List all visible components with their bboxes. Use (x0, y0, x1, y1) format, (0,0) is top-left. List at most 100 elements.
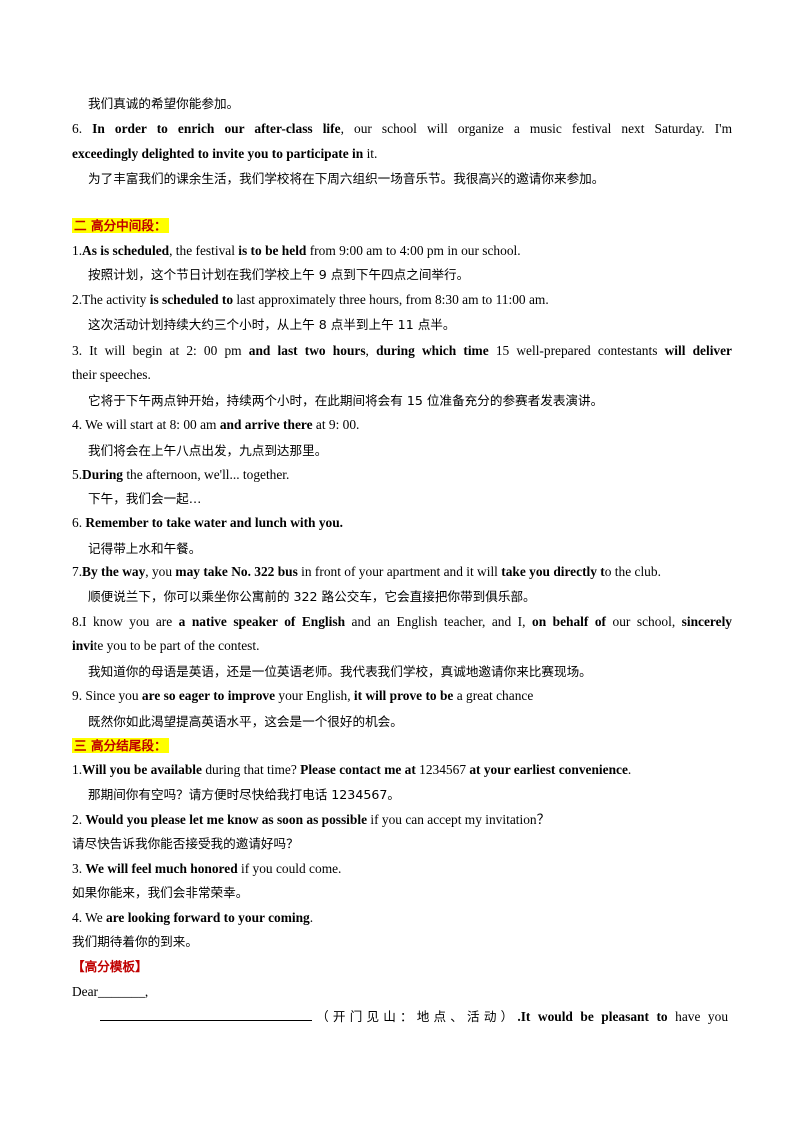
text-segment: the afternoon, we'll... together. (122, 467, 290, 482)
text-line: 我们将会在上午八点出发，九点到达那里。 (88, 442, 748, 460)
text-line: 请尽快告诉我你能否接受我的邀请好吗？ (72, 835, 732, 853)
bold-phrase: .It would be pleasant to (517, 1009, 668, 1024)
text-segment: 8.I know you are (72, 614, 179, 629)
text-line: 1.Will you be available during that time… (72, 761, 732, 779)
bold-phrase: Will you be available (82, 762, 202, 777)
text-segment: . (627, 762, 632, 777)
text-segment: 按照计划，这个节日计划在我们学校上午 9 点到下午四点之间举行。 (88, 267, 470, 282)
text-line: 记得带上水和午餐。 (88, 540, 748, 558)
text-segment: 2.The activity (72, 292, 150, 307)
bold-phrase: As is scheduled (82, 243, 170, 258)
bold-phrase: is to be held (238, 243, 307, 258)
text-segment: have you (667, 1009, 729, 1024)
text-segment: 顺便说兰下，你可以乘坐你公寓前的 322 路公交车，它会直接把你带到俱乐部。 (88, 589, 536, 604)
text-segment: , (365, 343, 377, 358)
text-segment: , our school will organize a music festi… (340, 121, 732, 136)
text-line: 【高分模板】 (72, 958, 732, 976)
text-segment: 我们真诚的希望你能参加。 (88, 96, 240, 111)
text-line: 2. Would you please let me know as soon … (72, 811, 732, 829)
bold-phrase: it will prove to be (353, 688, 454, 703)
text-line: their speeches. (72, 366, 732, 384)
text-segment: 3. It will begin at 2: 00 pm (72, 343, 249, 358)
bold-phrase: is scheduled to (149, 292, 234, 307)
text-segment: _______ (98, 984, 145, 999)
bold-phrase: take you directly t (501, 564, 605, 579)
section-heading: 三 高分结尾段： (72, 738, 169, 753)
text-line: （开门见山：地点、活动）.It would be pleasant to hav… (100, 1007, 728, 1026)
text-line: 那期间你有空吗？请方便时尽快给我打电话 1234567。 (88, 786, 748, 804)
text-line: 三 高分结尾段： (72, 737, 732, 755)
text-segment: from 9:00 am to 4:00 pm in our school. (306, 243, 521, 258)
text-segment: 3. (72, 861, 86, 876)
text-segment: in front of your apartment and it will (297, 564, 502, 579)
bold-phrase: Remember to take water and lunch with yo… (85, 515, 344, 530)
text-line: 3. It will begin at 2: 00 pm and last tw… (72, 342, 732, 360)
text-segment: 4. We (72, 910, 107, 925)
text-segment: . (309, 910, 314, 925)
text-line: 为了丰富我们的课余生活，我们学校将在下周六组织一场音乐节。我很高兴的邀请你来参加… (88, 170, 748, 188)
text-segment: 1234567 (415, 762, 470, 777)
bold-phrase: sincerely (681, 614, 732, 629)
text-line: 顺便说兰下，你可以乘坐你公寓前的 322 路公交车，它会直接把你带到俱乐部。 (88, 588, 748, 606)
text-segment: 我知道你的母语是英语，还是一位英语老师。我代表我们学校，真诚地邀请你来比赛现场。 (88, 664, 592, 679)
text-segment: , (144, 984, 149, 999)
text-segment: , you (145, 564, 176, 579)
text-line: 下午，我们会一起… (88, 490, 748, 508)
text-segment: te you to be part of the contest. (93, 638, 260, 653)
text-segment: 下午，我们会一起… (88, 491, 202, 506)
bold-phrase: In order to enrich our after-class life (92, 121, 341, 136)
text-line: 9. Since you are so eager to improve you… (72, 687, 732, 705)
text-line: 1.As is scheduled, the festival is to be… (72, 242, 732, 260)
text-segment: 既然你如此渴望提高英语水平，这会是一个很好的机会。 (88, 714, 403, 729)
text-segment: their speeches. (72, 367, 151, 382)
text-line: 4. We are looking forward to your coming… (72, 909, 732, 927)
text-line: 我们真诚的希望你能参加。 (88, 95, 748, 113)
fill-in-blank (100, 1007, 312, 1021)
text-segment: 1. (72, 243, 83, 258)
text-line: exceedingly delighted to invite you to p… (72, 145, 732, 163)
bold-phrase: and arrive there (219, 417, 313, 432)
bold-phrase: are so eager to improve (141, 688, 276, 703)
text-segment: 它将于下午两点钟开始，持续两个小时，在此期间将会有 15 位准备充分的参赛者发表… (88, 393, 604, 408)
text-line: 既然你如此渴望提高英语水平，这会是一个很好的机会。 (88, 713, 748, 731)
text-segment: 4. We will start at 8: 00 am (72, 417, 220, 432)
text-segment: 2. (72, 812, 86, 827)
text-segment: last approximately three hours, from 8:3… (233, 292, 549, 307)
text-line: 按照计划，这个节日计划在我们学校上午 9 点到下午四点之间举行。 (88, 266, 748, 284)
bold-phrase: Please contact me at (300, 762, 416, 777)
text-line: 这次活动计划持续大约三个小时，从上午 8 点半到上午 11 点半。 (88, 316, 748, 334)
bold-phrase: By the way (82, 564, 146, 579)
text-segment: 1. (72, 762, 83, 777)
bold-phrase: Would you please let me know as soon as … (85, 812, 368, 827)
text-segment: , the festival (169, 243, 239, 258)
text-segment: if you could come. (237, 861, 342, 876)
bold-phrase: During (82, 467, 123, 482)
bold-phrase: during which time (376, 343, 489, 358)
bold-phrase: will deliver (664, 343, 732, 358)
text-segment: 6. (72, 515, 86, 530)
bold-phrase: a native speaker of English (178, 614, 346, 629)
text-segment: 记得带上水和午餐。 (88, 541, 202, 556)
bold-phrase: on behalf of (532, 614, 607, 629)
text-segment: o the club. (604, 564, 661, 579)
template-heading: 【高分模板】 (72, 959, 148, 974)
text-line: 2.The activity is scheduled to last appr… (72, 291, 732, 309)
text-segment: a great chance (453, 688, 534, 703)
text-line: 5.During the afternoon, we'll... togethe… (72, 466, 732, 484)
text-segment: 这次活动计划持续大约三个小时，从上午 8 点半到上午 11 点半。 (88, 317, 456, 332)
bold-phrase: and last two hours (248, 343, 366, 358)
text-segment: our school, (606, 614, 682, 629)
text-line: 我知道你的母语是英语，还是一位英语老师。我代表我们学校，真诚地邀请你来比赛现场。 (88, 663, 748, 681)
text-segment: during that time? (201, 762, 301, 777)
bold-phrase: We will feel much honored (85, 861, 238, 876)
text-segment: your English, (275, 688, 354, 703)
bold-phrase: may take No. 322 bus (175, 564, 298, 579)
text-segment: 请尽快告诉我你能否接受我的邀请好吗？ (72, 836, 299, 851)
text-segment: 7. (72, 564, 83, 579)
text-segment: 9. Since you (72, 688, 142, 703)
section-heading: 二 高分中间段： (72, 218, 169, 233)
text-segment: at 9: 00. (312, 417, 360, 432)
text-line: 6. Remember to take water and lunch with… (72, 514, 732, 532)
text-segment: 我们期待着你的到来。 (72, 934, 198, 949)
